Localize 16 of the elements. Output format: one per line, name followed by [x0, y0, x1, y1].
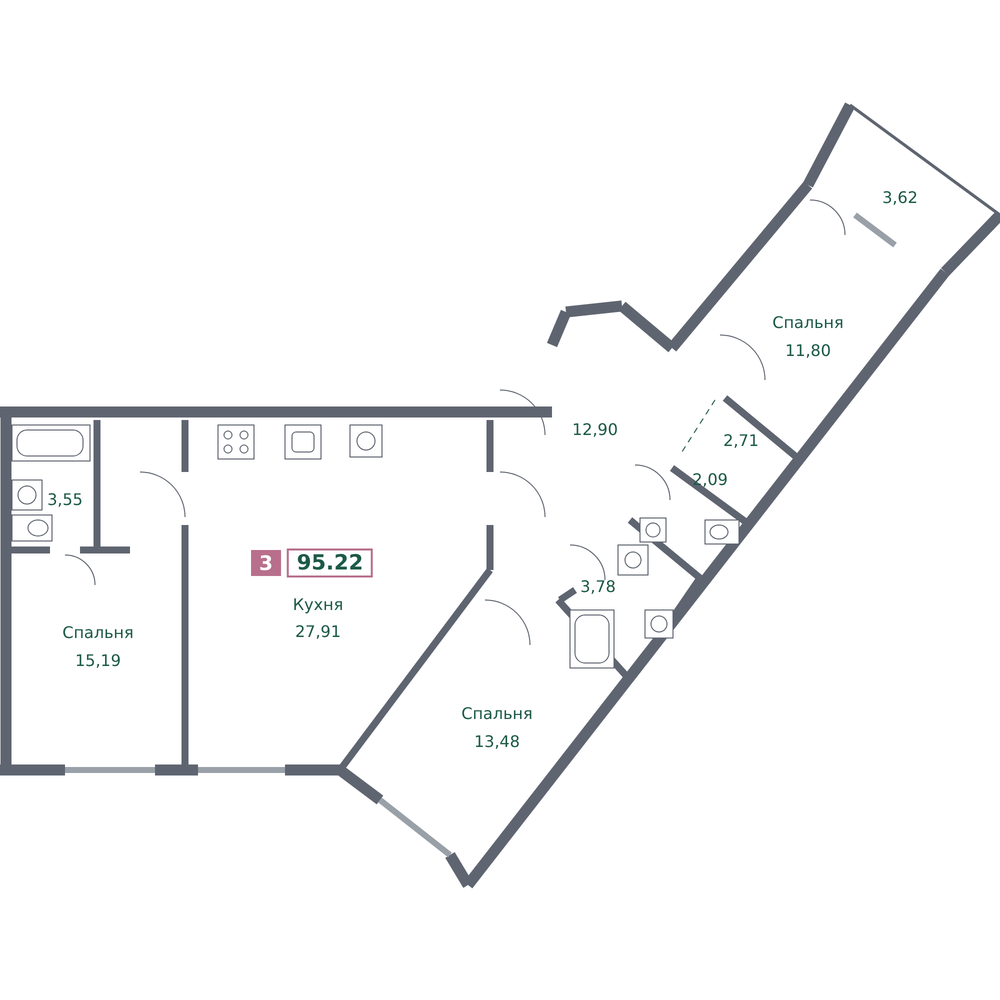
area-label: 2,09 — [692, 472, 728, 488]
room-name: Спальня — [461, 706, 533, 722]
room-count-badge: 3 — [251, 550, 281, 576]
area-label: 3,55 — [47, 492, 83, 508]
area-label: 3,62 — [882, 190, 918, 206]
area-label: 11,80 — [785, 343, 831, 359]
area-label: 3,78 — [580, 579, 616, 595]
room-name: Кухня — [292, 597, 344, 613]
area-label: 13,48 — [474, 734, 520, 750]
area-label: 2,71 — [723, 433, 759, 449]
area-label: 27,91 — [295, 624, 341, 640]
total-area-label: 95.22 — [286, 548, 374, 578]
room-name: Спальня — [62, 625, 134, 641]
area-label: 12,90 — [572, 422, 618, 438]
area-label: 15,19 — [75, 653, 121, 669]
room-name: Спальня — [772, 315, 844, 331]
